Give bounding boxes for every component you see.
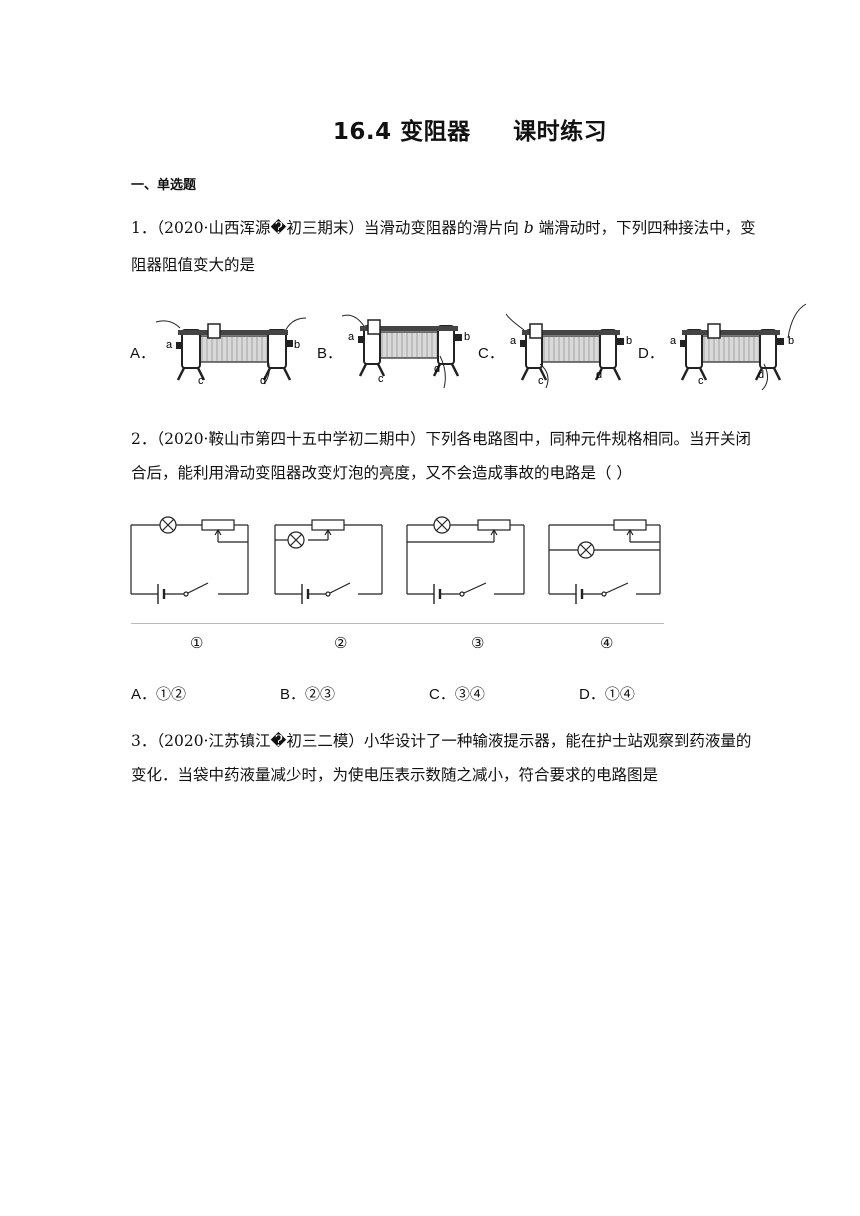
terminal-d: d <box>260 375 266 387</box>
q2-answer-a: A．①② <box>131 686 187 703</box>
q2-line2: 合后，能利用滑动变阻器改变灯泡的亮度，又不会造成事故的电路是（ ） <box>131 464 632 482</box>
q1-line1-post: 端滑动时，下列四种接法中，变 <box>533 219 756 237</box>
q2-answer-c: C．③④ <box>429 686 485 703</box>
terminal-b: b <box>464 331 470 343</box>
terminal-a: a <box>348 331 355 343</box>
q3-line2: 变化．当袋中药液量减少时，为使电压表示数随之减小，符合要求的电路图是 <box>131 766 659 784</box>
q1-option-a-label: A． <box>130 345 156 362</box>
terminal-d: d <box>596 369 602 381</box>
q1-line2: 阻器阻值变大的是 <box>131 256 256 274</box>
circuit-1 <box>130 516 249 604</box>
figure-divider <box>131 623 664 624</box>
terminal-a: a <box>510 335 517 347</box>
terminal-c: c <box>538 375 544 387</box>
terminal-a: a <box>166 339 173 351</box>
q3-line1: 3．（2020·江苏镇江�初三二模）小华设计了一种输液提示器，能在护士站观察到药… <box>131 732 752 750</box>
q1-option-b-label: B． <box>317 345 343 362</box>
q1-option-d-label: D． <box>638 345 664 362</box>
terminal-a: a <box>670 335 677 347</box>
page-title: 16.4 变阻器 课时练习 <box>332 119 608 145</box>
circuit-label-1: ① <box>190 634 204 652</box>
terminal-d: d <box>758 369 764 381</box>
q2-circuit-diagrams <box>130 516 661 604</box>
q1-line1: 1．（2020·山西浑源�初三期末）当滑动变阻器的滑片向 b 端滑动时，下列四种… <box>131 218 756 238</box>
terminal-b: b <box>626 335 632 347</box>
circuit-2 <box>274 519 383 604</box>
rheostat-figure-b: a b c d <box>341 314 470 389</box>
terminal-b: b <box>788 335 794 347</box>
rheostat-figure-d: a b c d <box>670 303 807 391</box>
circuit-3 <box>406 516 525 604</box>
circuit-label-4: ④ <box>600 634 614 652</box>
circuit-label-2: ② <box>334 634 348 652</box>
rheostat-figure-a: a b c d <box>155 317 307 387</box>
q2-answer-b: B．②③ <box>280 686 336 703</box>
circuit-4 <box>548 519 661 604</box>
q1-line1-pre: 1．（2020·山西浑源�初三期末）当滑动变阻器的滑片向 <box>131 219 524 237</box>
terminal-c: c <box>698 375 704 387</box>
section-heading: 一、单选题 <box>131 178 197 193</box>
q1-line1-var: b <box>523 219 534 237</box>
circuit-label-3: ③ <box>471 634 485 652</box>
terminal-c: c <box>198 375 204 387</box>
q2-line1: 2．（2020·鞍山市第四十五中学初二期中）下列各电路图中，同种元件规格相同。当… <box>131 430 751 448</box>
q2-answer-d: D．①④ <box>579 686 635 703</box>
terminal-b: b <box>294 339 300 351</box>
q1-option-c-label: C． <box>478 345 504 362</box>
terminal-c: c <box>378 373 384 385</box>
terminal-d: d <box>434 363 440 375</box>
rheostat-figure-c: a b c d <box>505 313 632 389</box>
